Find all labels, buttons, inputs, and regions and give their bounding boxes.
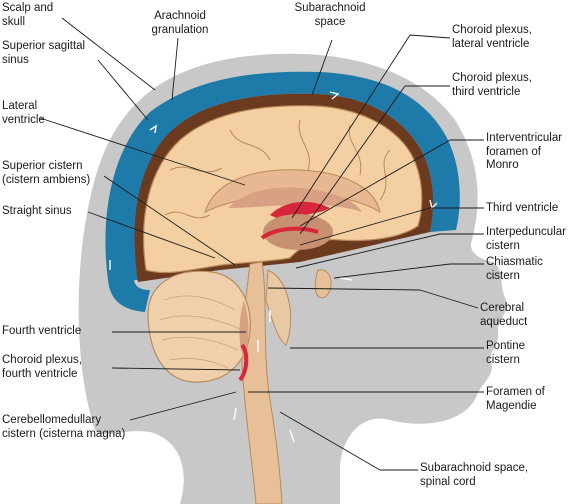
label-third-ventricle: Third ventricle: [486, 202, 559, 214]
label-arachnoid-granulation: Arachnoid granulation: [151, 10, 209, 36]
leader-lines: [39, 17, 484, 471]
label-subarachnoid-space: Subarachnoid space: [294, 2, 366, 28]
label-superior-cistern: Superior cistern (cistern ambiens): [2, 160, 91, 186]
label-interventricular-foramen: Interventricular foramen of Monro: [486, 132, 563, 171]
choroid-plexus-fourth: [238, 343, 249, 382]
csf-flow-arrows: [109, 91, 438, 443]
label-interpeduncular-cistern: Interpeduncular cistern: [486, 226, 566, 252]
fourth-ventricle-shape: [239, 300, 249, 360]
label-pontine-cistern: Pontine cistern: [486, 340, 526, 366]
label-choroid-plexus-lateral: Choroid plexus, lateral ventricle: [452, 24, 532, 50]
label-chiasmatic-cistern: Chiasmatic cistern: [486, 256, 543, 282]
choroid-plexus-third: [260, 226, 319, 240]
label-foramen-magendie: Foramen of Magendie: [486, 386, 545, 412]
label-cerebral-aqueduct: Cerebral aqueduct: [480, 302, 528, 328]
cerebellum: [147, 270, 251, 383]
label-superior-sagittal-sinus: Superior sagittal sinus: [2, 40, 86, 66]
label-scalp-skull: Scalp and skull: [2, 2, 54, 28]
pituitary: [314, 269, 332, 299]
label-spinal-subarachnoid-space: Subarachnoid space, spinal cord: [420, 462, 529, 488]
label-choroid-plexus-fourth: Choroid plexus, fourth ventricle: [2, 354, 82, 380]
cerebellar-folia: [159, 295, 243, 369]
cerebellar-csf-layer: [108, 278, 150, 312]
label-cerebellomedullary-cistern: Cerebellomedullary cistern (cisterna mag…: [2, 414, 126, 440]
label-choroid-plexus-third: Choroid plexus, third ventricle: [452, 72, 532, 98]
label-fourth-ventricle: Fourth ventricle: [2, 325, 82, 337]
label-straight-sinus: Straight sinus: [2, 205, 72, 217]
label-lateral-ventricle: Lateral ventricle: [2, 100, 45, 126]
